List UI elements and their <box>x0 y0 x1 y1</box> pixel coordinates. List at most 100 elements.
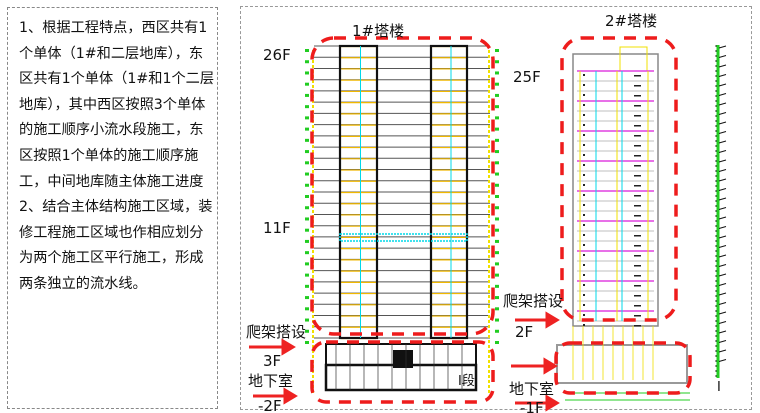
scaffold-mark <box>305 183 309 187</box>
level-mark <box>718 131 727 134</box>
arrow-icon-b2-podium <box>511 357 558 375</box>
scaffold-mark <box>495 307 499 311</box>
window-mark <box>583 154 585 156</box>
scaffold-mark <box>495 60 499 64</box>
scaffold-mark <box>305 93 309 97</box>
window-mark <box>583 324 585 326</box>
window-mark <box>583 74 585 76</box>
scaffold-mark <box>495 150 499 154</box>
scaffold-mark <box>495 329 499 333</box>
window-mark <box>634 95 641 97</box>
window-mark <box>634 215 641 217</box>
window-mark <box>583 244 585 246</box>
level-mark <box>718 102 727 106</box>
scaffold-mark <box>495 183 499 187</box>
window-mark <box>634 265 641 267</box>
building-2-top-floor: 25F <box>513 68 541 86</box>
window-mark <box>634 135 641 137</box>
tower-outline <box>429 44 469 340</box>
building-1-basement-zone <box>310 340 495 404</box>
level-mark <box>718 207 727 210</box>
level-mark <box>718 83 727 87</box>
window-mark <box>634 285 641 287</box>
core-block <box>393 350 413 368</box>
scaffold-mark <box>495 273 499 277</box>
window-mark <box>634 295 641 297</box>
scaffold-mark <box>495 71 499 75</box>
scaffold-mark <box>495 93 499 97</box>
scaffold-mark <box>495 341 499 344</box>
window-mark <box>583 134 585 136</box>
level-mark <box>718 273 727 277</box>
window-mark <box>583 264 585 266</box>
scaffold-mark <box>495 206 499 210</box>
building-1-basement-floor: -2F <box>258 397 282 413</box>
scaffold-mark <box>305 262 309 266</box>
scaffold-mark <box>495 239 499 243</box>
level-mark <box>718 45 727 49</box>
window-mark <box>634 195 641 197</box>
scaffold-mark <box>495 217 499 221</box>
level-mark <box>718 216 727 220</box>
tower-outline <box>338 44 379 340</box>
building-2-climb-label: 爬架搭设 <box>503 292 563 310</box>
scaffold-mark <box>495 138 499 142</box>
basement-outline <box>324 363 478 392</box>
level-mark <box>718 226 727 229</box>
scaffold-mark <box>305 60 309 64</box>
tower-outline <box>572 53 659 327</box>
scaffold-mark <box>305 195 309 198</box>
scaffold-mark <box>305 228 309 232</box>
window-mark <box>634 245 641 247</box>
building-2-title: 2#塔楼 <box>605 12 657 30</box>
level-mark <box>718 64 727 68</box>
scaffold-mark <box>305 341 309 344</box>
scaffold-mark <box>305 206 309 210</box>
roof-structure <box>619 46 648 72</box>
scaffold-mark <box>305 71 309 75</box>
window-mark <box>634 75 641 77</box>
building-2-segment-label: I <box>717 380 721 395</box>
scaffold-mark <box>495 105 499 109</box>
window-mark <box>583 254 585 256</box>
level-mark <box>718 349 727 353</box>
scaffold-mark <box>495 284 499 288</box>
scaffold-mark <box>305 251 309 255</box>
scaffold-mark <box>305 150 309 154</box>
arrow-icon-b2-basement <box>515 394 560 412</box>
window-mark <box>634 185 641 187</box>
window-mark <box>634 115 641 117</box>
window-mark <box>583 204 585 206</box>
scaffold-mark <box>305 239 309 243</box>
scaffold-mark <box>305 105 309 109</box>
window-mark <box>634 275 641 277</box>
scaffold-mark <box>305 127 309 131</box>
window-mark <box>583 84 585 86</box>
building-2-basement-floor: -1F <box>520 399 544 413</box>
arrow-icon-b1-climb <box>249 338 296 356</box>
note-item-2: 2、结合主体结构施工区域，装修工程施工区域也作相应划分为两个施工区平行施工，形成… <box>19 199 213 292</box>
window-mark <box>634 145 641 147</box>
window-mark <box>583 284 585 286</box>
building-2-superstructure-zone <box>560 36 678 322</box>
window-mark <box>634 155 641 157</box>
window-mark <box>583 314 585 316</box>
level-mark <box>718 178 727 182</box>
building-1-elevation <box>305 44 499 395</box>
window-mark <box>583 104 585 106</box>
window-mark <box>583 214 585 216</box>
building-1-mid-floor: 11F <box>263 219 291 237</box>
window-mark <box>634 205 641 207</box>
arrow-icon-b1-basement <box>253 387 298 405</box>
level-mark <box>718 74 727 77</box>
window-mark <box>583 184 585 186</box>
scaffold-mark <box>305 138 309 142</box>
level-mark <box>718 159 727 163</box>
window-mark <box>583 94 585 96</box>
building-2-basement-label: 地下室 <box>509 380 554 398</box>
level-mark <box>718 140 727 144</box>
window-mark <box>634 325 641 327</box>
level-mark <box>718 311 727 315</box>
scaffold-mark <box>495 296 499 300</box>
